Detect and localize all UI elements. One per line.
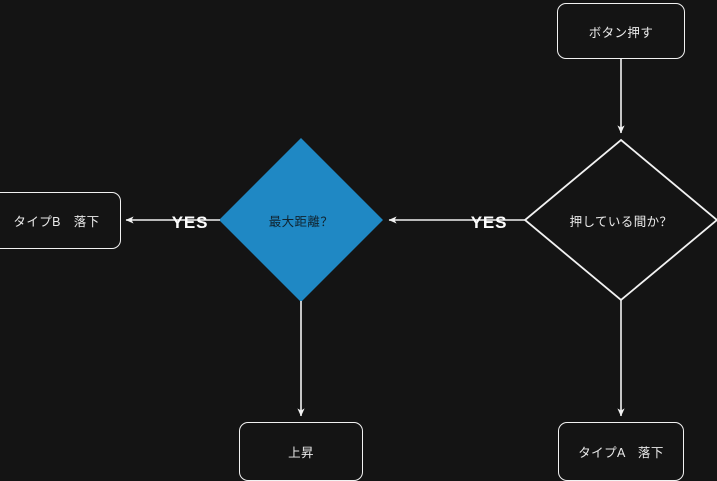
edge-label-distance-yes: YES [171,213,209,232]
node-type-a-fall[interactable]: タイプA 落下 [558,422,684,481]
node-rise-label: 上昇 [288,446,314,460]
node-type-b-fall[interactable]: タイプB 落下 [0,192,121,249]
node-type-b-fall-label: タイプB 落下 [13,215,100,229]
decision-distance-diamond[interactable] [219,138,383,302]
node-rise[interactable]: 上昇 [239,422,363,481]
node-start[interactable]: ボタン押す [557,3,685,59]
decision-hold-diamond[interactable] [523,138,717,302]
node-start-label: ボタン押す [588,25,654,40]
edge-label-hold-yes: YES [470,213,508,232]
node-type-a-fall-label: タイプA 落下 [578,446,664,460]
